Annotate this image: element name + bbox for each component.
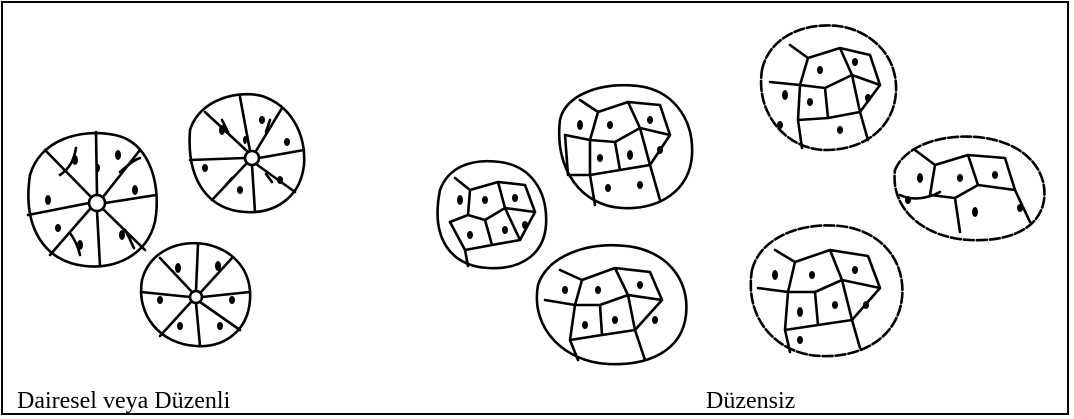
irregular-cell-cluster-3: [537, 245, 687, 364]
caption-regular: Dairesel veya Düzenli: [17, 388, 230, 415]
irregular-cell-cluster-5: [895, 137, 1045, 241]
irregular-cell-cluster-6: [751, 225, 903, 356]
regular-cell-cluster-1: [28, 132, 157, 267]
irregular-cell-cluster-1: [438, 161, 547, 268]
caption-irregular: Düzensiz: [706, 388, 795, 415]
regular-cell-cluster-3: [141, 243, 250, 346]
irregular-cell-cluster-4: [761, 25, 896, 150]
regular-cell-cluster-2: [190, 94, 305, 212]
irregular-cell-cluster-2: [559, 85, 692, 208]
